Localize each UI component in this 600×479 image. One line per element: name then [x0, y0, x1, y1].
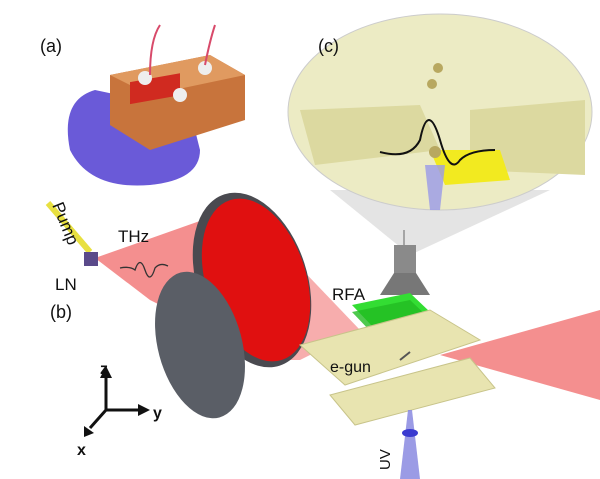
- rfa-label: RFA: [332, 285, 366, 304]
- uv-label: UV: [377, 449, 394, 470]
- panel-label-a: (a): [40, 36, 62, 56]
- thz-pulse-waveform: [119, 261, 169, 278]
- rfa-detector: [352, 230, 430, 333]
- pump-beam: [45, 201, 93, 254]
- ln-crystal: [84, 252, 98, 266]
- thz-output-beam: [440, 310, 600, 400]
- thz-label: THz: [118, 227, 149, 246]
- ln-label: LN: [55, 275, 77, 294]
- zoom-cone: [330, 190, 550, 255]
- device-photo: [40, 20, 255, 190]
- coordinate-axes: [84, 366, 150, 437]
- panel-label-b: (b): [50, 302, 72, 322]
- axis-y-label: y: [153, 405, 162, 422]
- uv-beam: [400, 410, 420, 479]
- field-waveform: [379, 119, 496, 166]
- egun-label: e-gun: [330, 359, 371, 376]
- axis-x-label: x: [77, 442, 86, 459]
- parabolic-mirror-2: [155, 271, 245, 419]
- axis-z-label: z: [100, 361, 108, 378]
- nanogap-region: [430, 150, 510, 185]
- panel-label-c: (c): [318, 36, 339, 56]
- magnified-view: [287, 13, 593, 211]
- cathode-plate: [329, 357, 496, 426]
- anode-plate: [298, 309, 482, 386]
- pump-label: Pump: [48, 199, 82, 247]
